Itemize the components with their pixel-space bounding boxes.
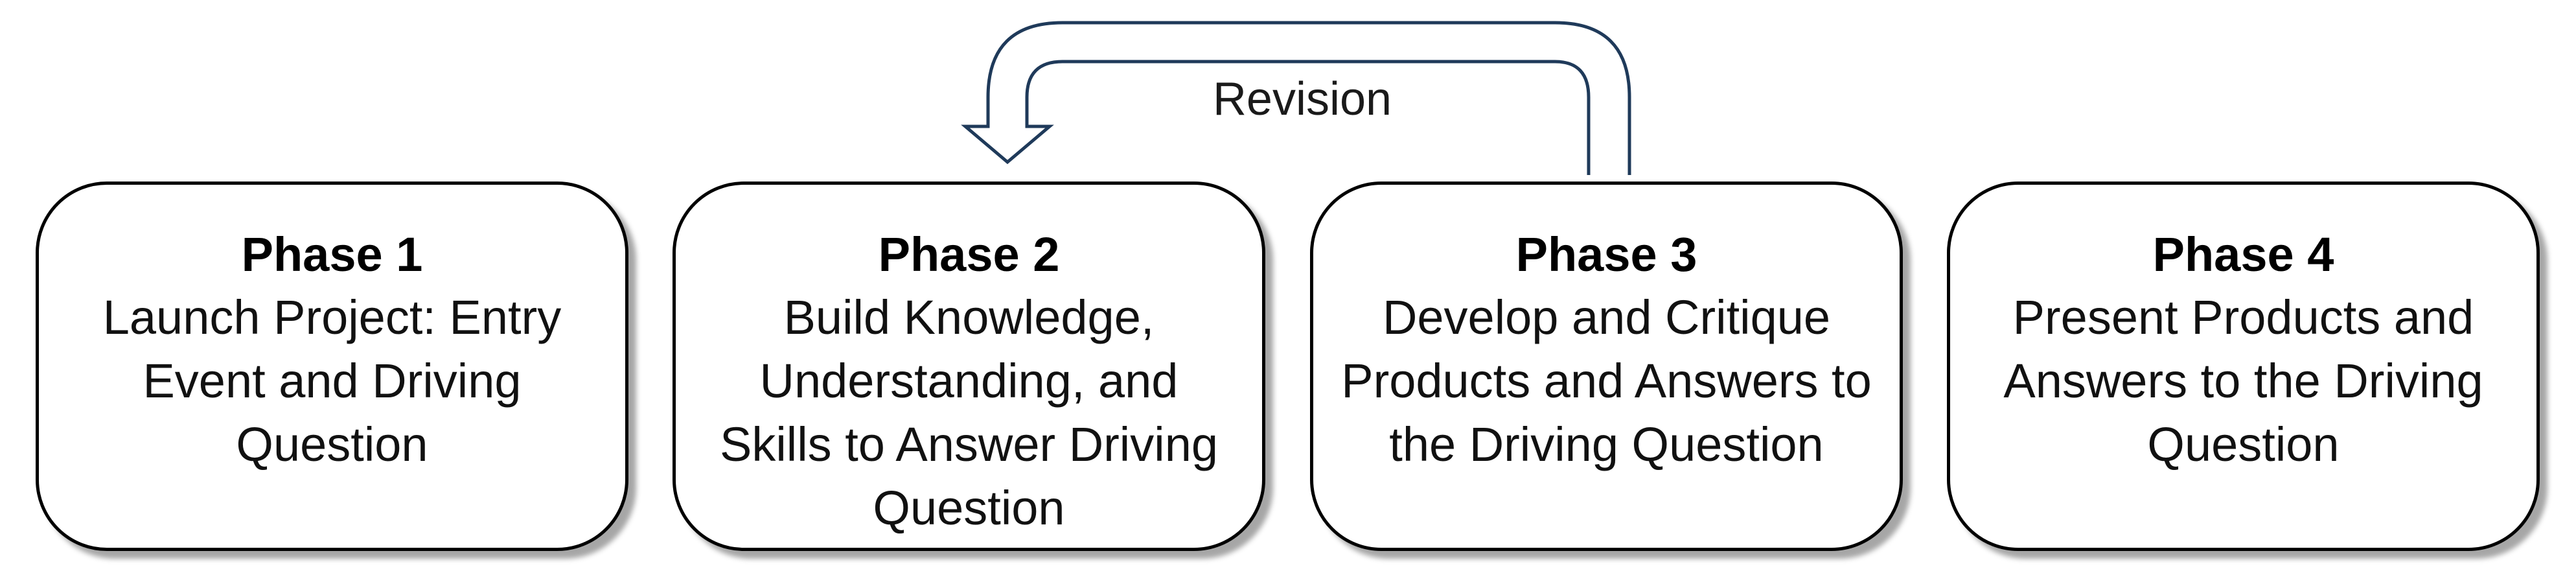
revision-arrow-shape — [961, 21, 1631, 175]
phase-3-title: Phase 3 — [1515, 228, 1697, 281]
phase-2-box: Phase 2 Build Knowledge, Understanding, … — [673, 182, 1265, 551]
phase-1-box: Phase 1 Launch Project: Entry Event and … — [36, 182, 628, 551]
phase-4-box: Phase 4 Present Products and Answers to … — [1947, 182, 2540, 551]
phase-1-title: Phase 1 — [241, 228, 423, 281]
phase-4-description: Present Products and Answers to the Driv… — [2003, 290, 2483, 471]
phase-3-box: Phase 3 Develop and Critique Products an… — [1310, 182, 1903, 551]
phase-4-title: Phase 4 — [2152, 228, 2334, 281]
phase-1-description: Launch Project: Entry Event and Driving … — [102, 290, 562, 471]
phase-3-description: Develop and Critique Products and Answer… — [1341, 290, 1872, 471]
phase-2-description: Build Knowledge, Understanding, and Skil… — [719, 290, 1218, 535]
phase-2-title: Phase 2 — [878, 228, 1060, 281]
revision-label: Revision — [1212, 73, 1392, 125]
